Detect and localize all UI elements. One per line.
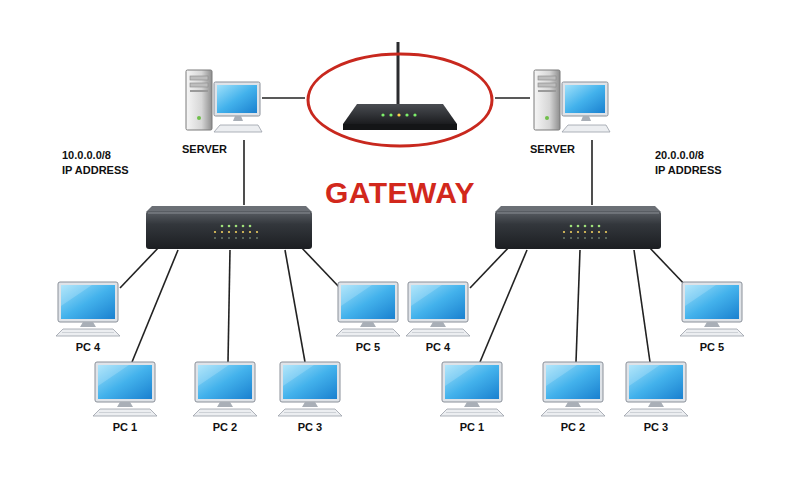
server-label: SERVER	[182, 142, 262, 156]
router-icon	[305, 50, 495, 150]
pc-label: PC 2	[537, 420, 609, 434]
pc-node: PC 1	[436, 360, 508, 434]
pc-wires	[120, 246, 688, 362]
server-label: SERVER	[530, 142, 610, 156]
pc-label: PC 4	[52, 340, 124, 354]
pc-label: PC 3	[620, 420, 692, 434]
pc-icon	[189, 360, 261, 418]
server-wire	[243, 140, 245, 205]
pc-icon	[52, 280, 124, 338]
gateway-title: GATEWAY	[305, 176, 495, 210]
pc-node: PC 2	[189, 360, 261, 434]
pc-label: PC 1	[436, 420, 508, 434]
pc-label: PC 5	[332, 340, 404, 354]
pc-node: PC 4	[52, 280, 124, 354]
pc-icon	[436, 360, 508, 418]
pc-label: PC 2	[189, 420, 261, 434]
pc-label: PC 5	[676, 340, 748, 354]
pc-picture	[332, 280, 404, 338]
highlight-ring	[308, 54, 492, 146]
pc-picture	[436, 360, 508, 418]
pc-picture	[537, 360, 609, 418]
ip-range-label: 20.0.0.0/8	[655, 148, 704, 162]
pc-icon	[402, 280, 474, 338]
pc-icon	[676, 280, 748, 338]
pc-node: PC 2	[537, 360, 609, 434]
server-node: SERVER	[530, 68, 610, 156]
pc-icon	[89, 360, 161, 418]
pc-picture	[274, 360, 346, 418]
network-switch	[146, 206, 312, 249]
pc-node: PC 4	[402, 280, 474, 354]
server-icon	[530, 68, 610, 140]
pc-label: PC 3	[274, 420, 346, 434]
ip-range-label: IP ADDRESS	[62, 163, 129, 177]
server-picture	[182, 68, 262, 140]
gateway-picture	[305, 50, 495, 150]
pc-node: PC 3	[620, 360, 692, 434]
server-picture	[530, 68, 610, 140]
pc-label: PC 1	[89, 420, 161, 434]
network-link	[262, 98, 305, 99]
pc-picture	[402, 280, 474, 338]
pc-node: PC 1	[89, 360, 161, 434]
ip-range-label: 10.0.0.0/8	[62, 148, 111, 162]
pc-picture	[189, 360, 261, 418]
pc-icon	[332, 280, 404, 338]
pc-picture	[89, 360, 161, 418]
link-line	[495, 97, 530, 99]
pc-picture	[620, 360, 692, 418]
server-wire	[591, 140, 593, 205]
pc-label: PC 4	[402, 340, 474, 354]
server-icon	[182, 68, 262, 140]
pc-picture	[52, 280, 124, 338]
gateway-node: GATEWAY	[305, 50, 495, 210]
pc-node: PC 5	[676, 280, 748, 354]
pc-node: PC 3	[274, 360, 346, 434]
server-node: SERVER	[182, 68, 262, 156]
pc-icon	[274, 360, 346, 418]
network-link	[495, 98, 530, 99]
pc-icon	[537, 360, 609, 418]
link-line	[262, 97, 305, 99]
pc-icon	[620, 360, 692, 418]
pc-node: PC 5	[332, 280, 404, 354]
network-switch	[495, 206, 661, 249]
pc-picture	[676, 280, 748, 338]
ip-range-label: IP ADDRESS	[655, 163, 722, 177]
